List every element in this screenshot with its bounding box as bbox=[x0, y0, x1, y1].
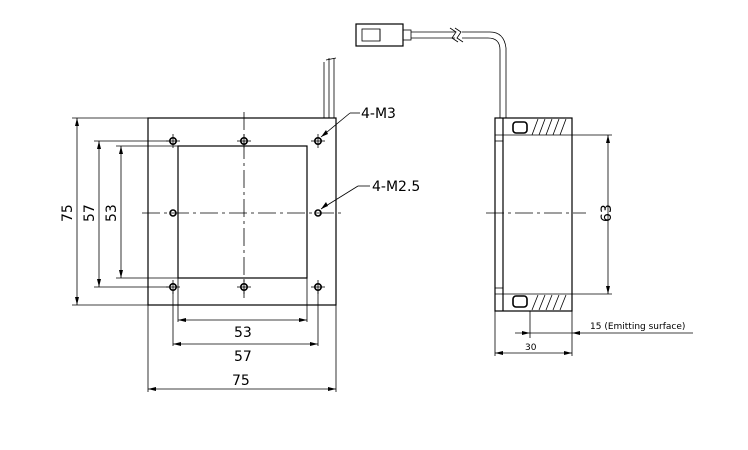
bottom-dimensions: 53 57 75 bbox=[147, 278, 337, 392]
cable-stub bbox=[323, 57, 337, 118]
dim-v-57: 57 bbox=[82, 204, 98, 222]
dim-h-53: 53 bbox=[234, 325, 252, 341]
label-4-m25: 4-M2.5 bbox=[372, 179, 420, 195]
dim-emitting-surface: 15 (Emitting surface) bbox=[590, 322, 685, 332]
dim-depth-30: 30 bbox=[525, 343, 537, 353]
connector-body bbox=[355, 23, 404, 47]
dim-diameter-63: 63 bbox=[599, 204, 615, 222]
dim-h-75: 75 bbox=[232, 373, 250, 389]
outer-plate bbox=[147, 117, 337, 306]
front-view: 4-M3 4-M2.5 53 57 75 bbox=[60, 57, 420, 392]
hatch-bottom bbox=[531, 294, 567, 311]
side-body bbox=[494, 117, 573, 312]
side-view: 63 15 (Emitting surface) 30 bbox=[486, 117, 693, 356]
inner-window bbox=[177, 145, 308, 279]
dim-v-75: 75 bbox=[60, 204, 76, 222]
mounting-holes-m3 bbox=[166, 134, 325, 294]
connector-and-cable bbox=[355, 23, 507, 118]
left-dimensions: 75 57 53 bbox=[60, 117, 178, 306]
label-4-m3: 4-M3 bbox=[361, 106, 396, 122]
dim-h-57: 57 bbox=[234, 349, 252, 365]
hatch-top bbox=[531, 118, 567, 136]
mounting-holes-m25 bbox=[169, 209, 322, 217]
dim-v-53: 53 bbox=[104, 204, 120, 222]
